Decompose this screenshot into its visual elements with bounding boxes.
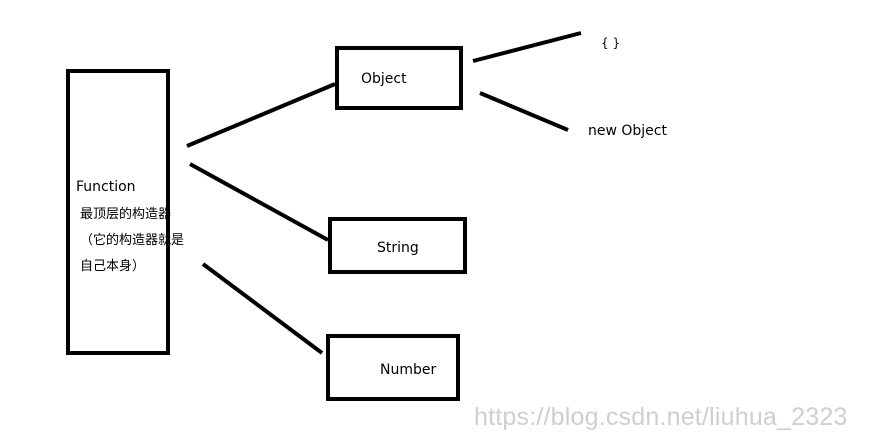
object-node-label: Object [361, 71, 407, 87]
edge-function-number [201, 262, 324, 355]
function-node-desc-line2: （它的构造器就是 [80, 233, 185, 248]
string-node [328, 217, 467, 274]
string-node-label: String [377, 240, 419, 256]
function-node [66, 69, 170, 355]
object-node [335, 46, 463, 110]
object-literal-label: { } [601, 36, 621, 50]
edge-object-new-object [479, 91, 569, 132]
function-node-desc-line1: 最顶层的构造器 [80, 207, 172, 222]
new-object-label: new Object [588, 123, 667, 139]
edge-object-literal [472, 31, 582, 63]
function-node-title: Function [76, 179, 136, 195]
edge-function-string [189, 162, 329, 242]
function-node-desc-line3: 自己本身） [80, 259, 146, 274]
number-node [326, 334, 460, 401]
watermark-url: https://blog.csdn.net/liuhua_2323 [474, 403, 848, 431]
number-node-label: Number [380, 362, 437, 378]
edge-function-object [186, 82, 336, 148]
